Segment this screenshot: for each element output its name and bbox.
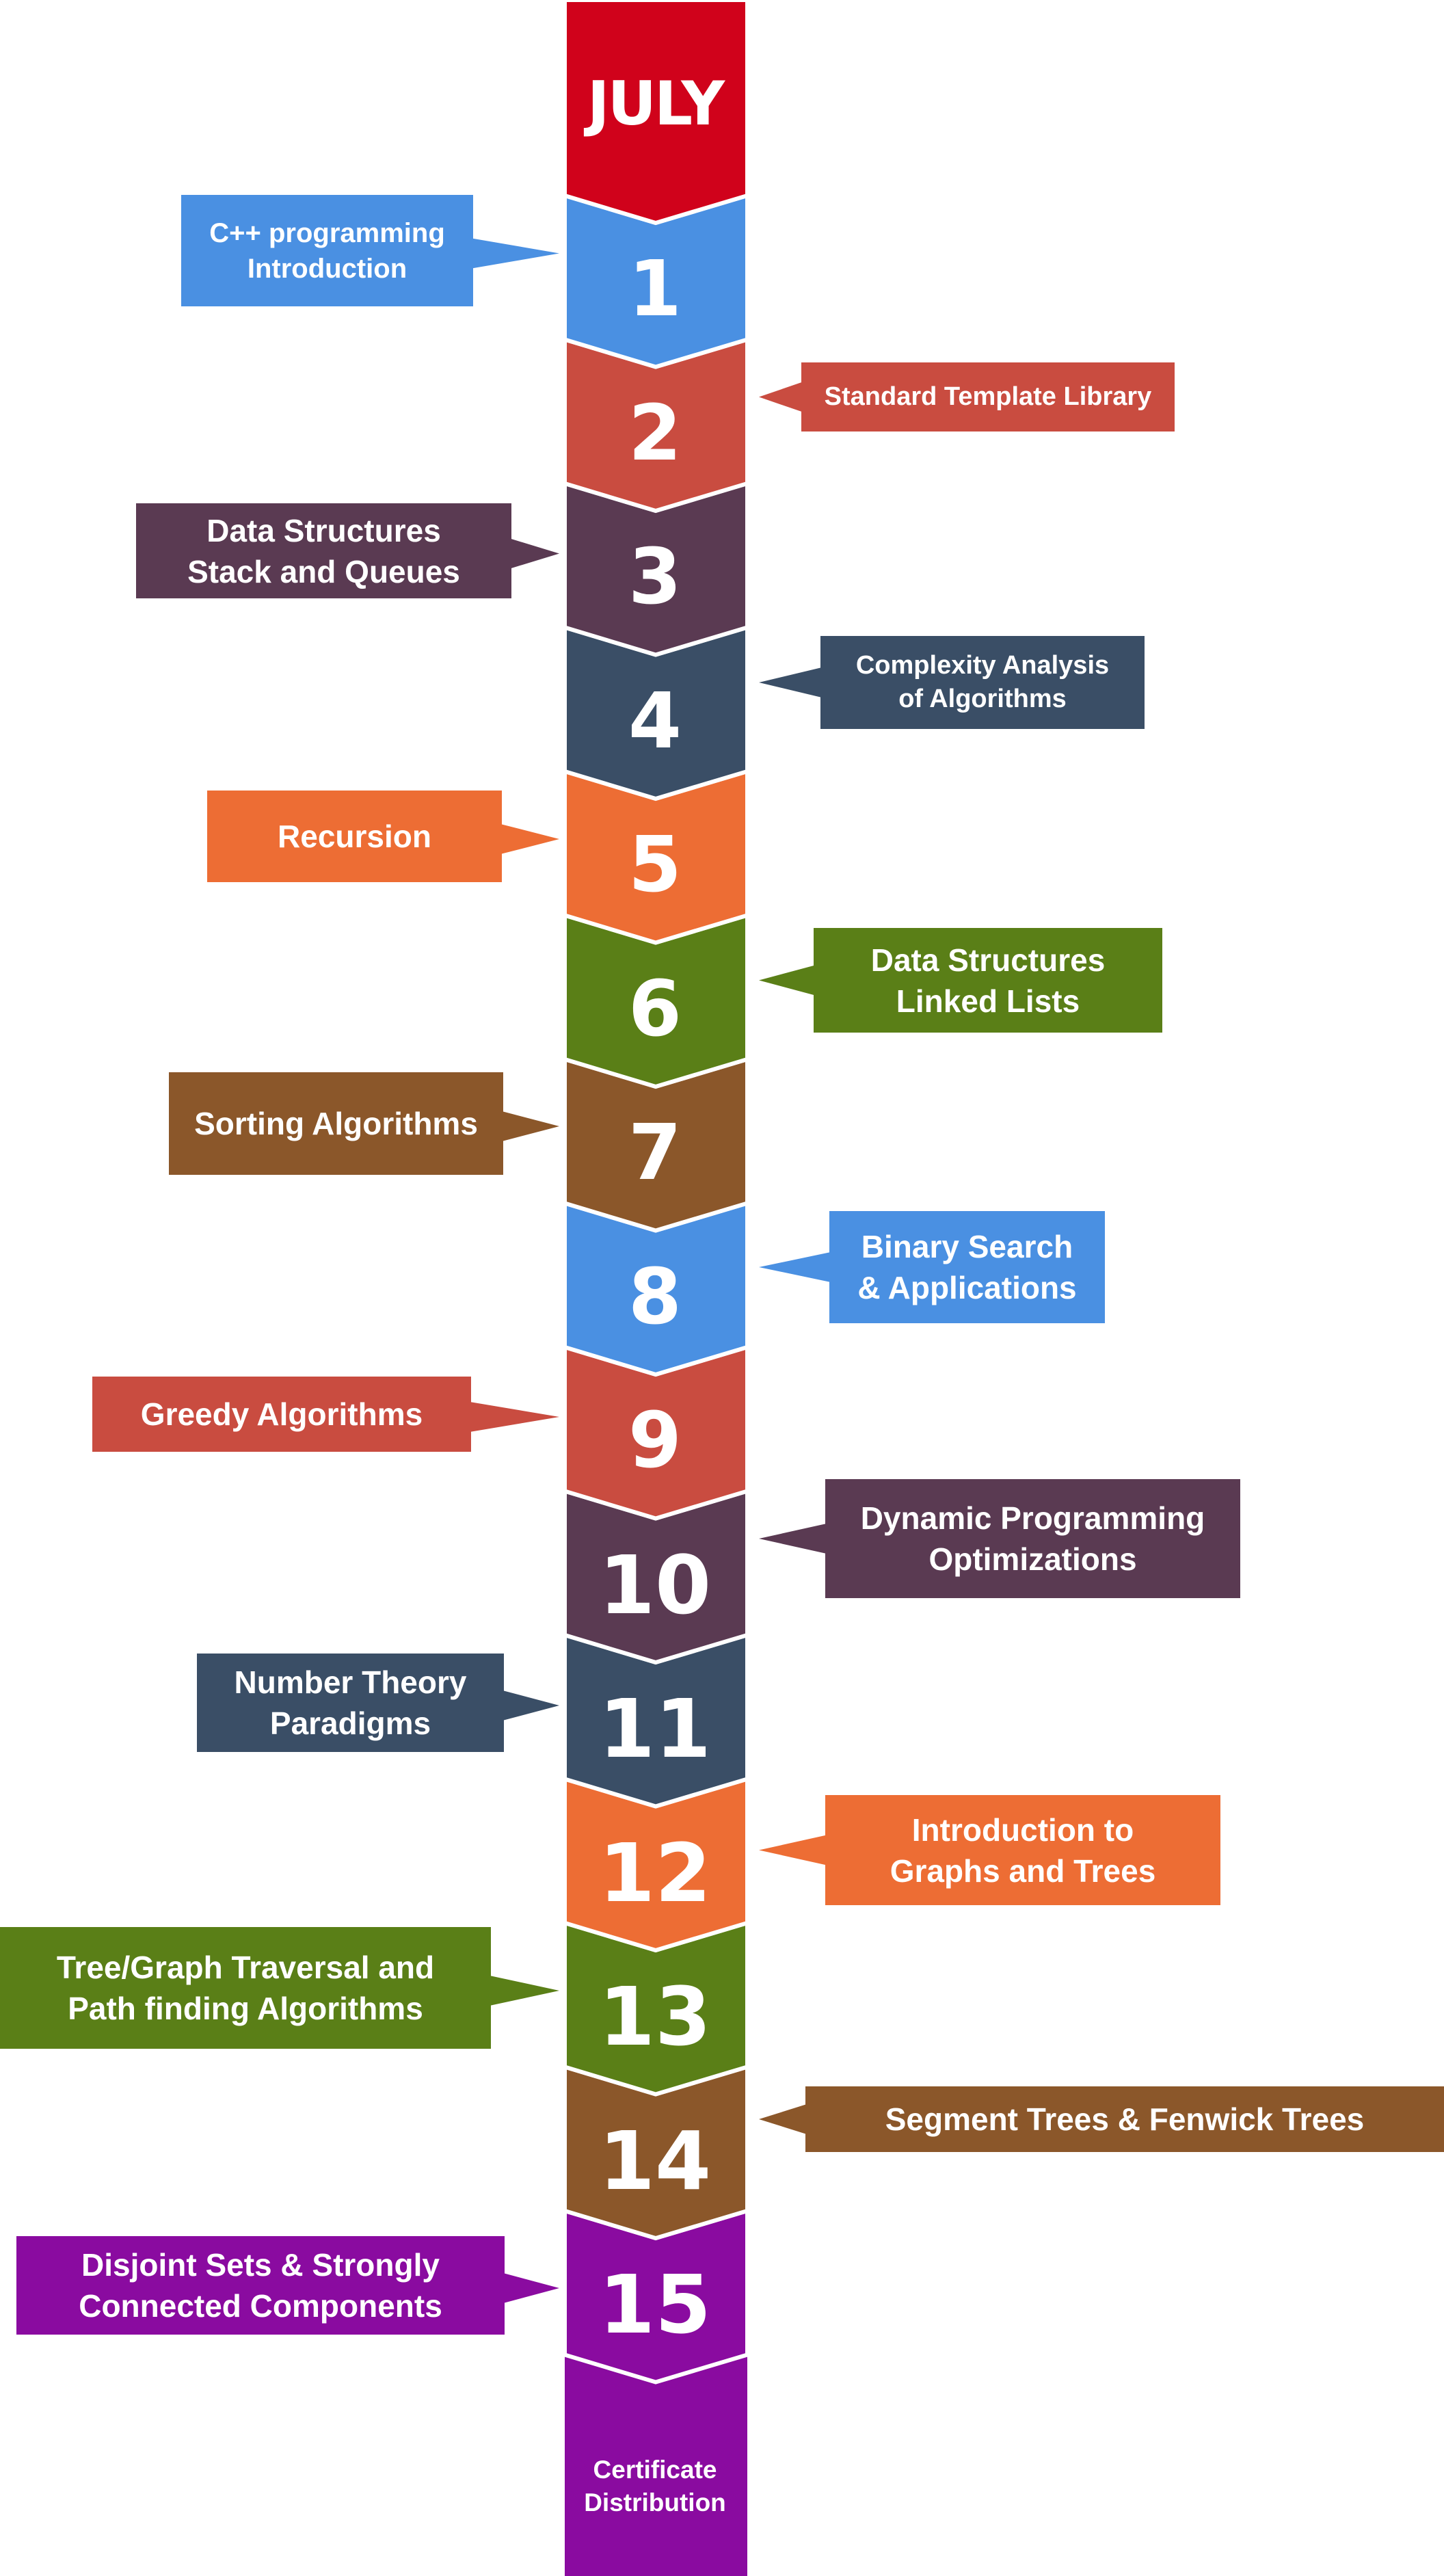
final-line-2: Distribution — [584, 2488, 726, 2517]
callout-pointer — [470, 1402, 559, 1432]
callout-pointer — [759, 2104, 807, 2134]
topic-callout-8: Binary Search & Applications — [829, 1211, 1105, 1323]
topic-line: C++ programming — [209, 217, 445, 248]
topic-line: Sorting Algorithms — [194, 1106, 478, 1141]
topic-line: Paradigms — [269, 1705, 431, 1741]
topic-line: Introduction — [247, 253, 407, 284]
callout-pointer — [759, 667, 822, 698]
topic-line: Standard Template Library — [824, 382, 1152, 411]
callout-pointer — [759, 382, 803, 412]
callout-pointer — [759, 965, 815, 996]
topic-line: Linked Lists — [896, 983, 1080, 1019]
topic-line: Optimizations — [928, 1541, 1137, 1577]
callout-pointer — [490, 1976, 559, 2006]
step-number: 14 — [598, 2113, 712, 2208]
step-number: 7 — [628, 1108, 682, 1197]
topic-line: & Applications — [857, 1270, 1077, 1305]
topic-callout-14: Segment Trees & Fenwick Trees — [805, 2086, 1444, 2152]
topic-callout-2: Standard Template Library — [801, 362, 1175, 431]
step-number: 5 — [628, 821, 682, 909]
topic-line: Dynamic Programming — [860, 1500, 1205, 1536]
month-label: JULY — [587, 68, 725, 139]
step-number: 1 — [628, 245, 682, 334]
step-number: 2 — [628, 388, 682, 478]
topic-line: Data Structures — [206, 512, 441, 548]
topic-line: Path finding Algorithms — [68, 1991, 423, 2026]
callout-pointer — [759, 1252, 831, 1282]
topic-line: Graphs and Trees — [890, 1853, 1156, 1889]
step-number: 15 — [598, 2257, 712, 2352]
topic-callout-7: Sorting Algorithms — [169, 1072, 503, 1175]
step-number: 11 — [598, 1682, 712, 1776]
callout-pointer — [502, 1111, 559, 1141]
topic-line: Tree/Graph Traversal and — [56, 1950, 435, 1985]
final-segment-label: Certificate Distribution — [563, 2454, 747, 2519]
topic-line: Greedy Algorithms — [140, 1396, 423, 1432]
topic-line: Disjoint Sets & Strongly — [81, 2247, 440, 2283]
topic-line: Complexity Analysis — [855, 651, 1110, 680]
callout-pointer — [503, 1690, 559, 1721]
topic-line: Recursion — [278, 819, 431, 854]
step-number: 13 — [598, 1969, 712, 2064]
step-number: 12 — [598, 1825, 712, 1920]
step-number: 8 — [628, 1252, 682, 1342]
final-line-1: Certificate — [593, 2456, 717, 2484]
topic-callout-12: Introduction to Graphs and Trees — [825, 1795, 1220, 1905]
step-number: 4 — [628, 676, 682, 766]
callout-pointer — [759, 1835, 827, 1865]
callout-pointer — [503, 2273, 559, 2303]
topic-line: Segment Trees & Fenwick Trees — [885, 2101, 1365, 2137]
topic-line: of Algorithms — [898, 685, 1067, 713]
topic-line: Number Theory — [234, 1664, 467, 1700]
topic-callout-4: Complexity Analysis of Algorithms — [820, 636, 1145, 729]
callout-pointer — [510, 538, 559, 569]
callout-pointer — [472, 238, 559, 269]
callout-pointer — [500, 824, 559, 854]
topic-line: Connected Components — [79, 2288, 442, 2324]
month-header-segment — [563, 0, 749, 226]
step-number: 9 — [628, 1396, 682, 1485]
topic-callout-5: Recursion — [207, 791, 502, 882]
topic-line: Data Structures — [870, 942, 1106, 978]
topic-line: Stack and Queues — [187, 553, 460, 589]
topic-line: Binary Search — [861, 1229, 1073, 1264]
step-number: 3 — [628, 533, 682, 622]
callout-pointer — [759, 1524, 827, 1554]
final-segment — [565, 2354, 747, 2576]
topic-line: Introduction to — [911, 1811, 1134, 1848]
step-number: 10 — [598, 1537, 712, 1632]
topic-callout-9: Greedy Algorithms — [92, 1377, 471, 1452]
step-number: 6 — [628, 964, 682, 1054]
